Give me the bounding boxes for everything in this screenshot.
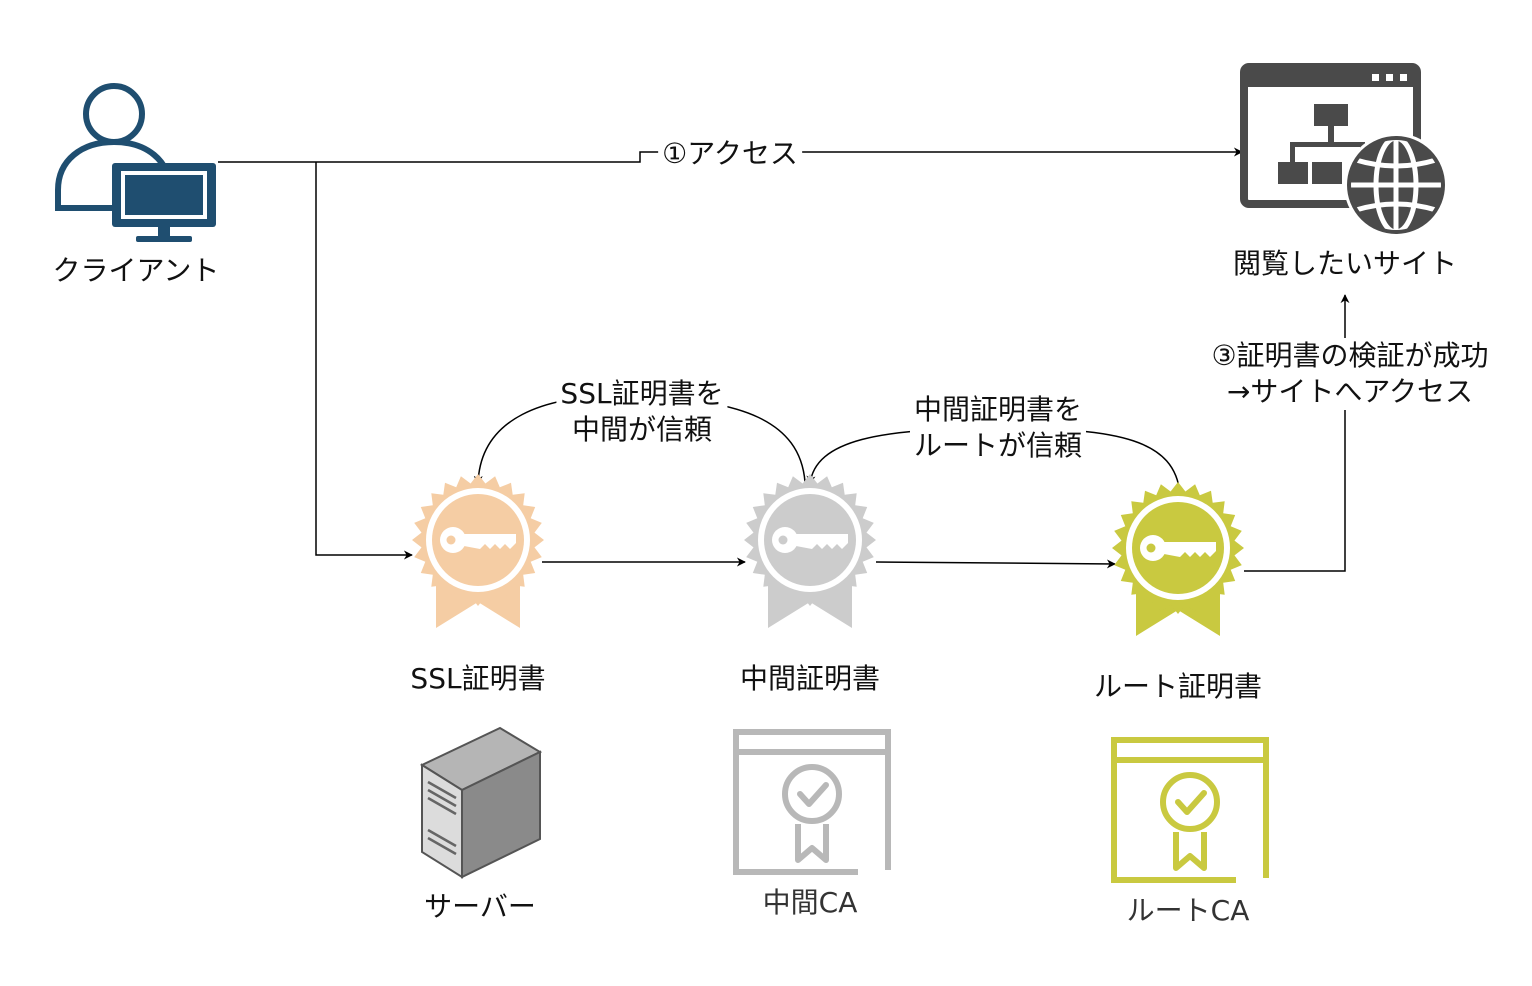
root-ca-certificate-icon [1111, 737, 1269, 883]
verify-edge-label: ③証明書の検証が成功 →サイトへアクセス [1207, 338, 1493, 410]
intermediate-trust-line2: ルートが信頼 [913, 429, 1083, 462]
verify-line1: ③証明書の検証が成功 [1211, 339, 1489, 372]
client-to-ssl-arrow [315, 162, 413, 560]
ssl-trust-line2: 中間が信頼 [571, 413, 712, 446]
intermediate-certificate-label: 中間証明書 [739, 662, 881, 695]
root-certificate-badge-icon [1112, 482, 1244, 636]
access-edge-label: ①アクセス [658, 137, 802, 171]
ssl-certificate-badge-icon [412, 474, 544, 628]
intermediate-trust-edge-label: 中間証明書を ルートが信頼 [909, 392, 1087, 464]
server-icon [419, 726, 543, 879]
intermediate-certificate-badge-icon [744, 474, 876, 628]
root-ca-label: ルートCA [1126, 894, 1250, 927]
intermediate-trust-line1: 中間証明書を [913, 393, 1083, 426]
verify-line2: →サイトへアクセス [1226, 375, 1474, 408]
server-label: サーバー [424, 890, 536, 923]
site-label: 閲覧したいサイト [1232, 247, 1458, 280]
root-to-site-arrow [1244, 294, 1350, 572]
user-computer-icon [55, 83, 216, 242]
intermediate-ca-certificate-icon [733, 729, 891, 875]
ssl-certificate-label: SSL証明書 [410, 662, 546, 695]
intermediate-to-root-arrow [875, 559, 1116, 569]
access-arrow [218, 147, 1243, 163]
intermediate-ca-label: 中間CA [762, 886, 858, 919]
root-certificate-label: ルート証明書 [1093, 670, 1263, 703]
website-globe-icon [1240, 63, 1448, 237]
ssl-trust-line1: SSL証明書を [560, 377, 724, 410]
ssl-trust-edge-label: SSL証明書を 中間が信頼 [556, 376, 728, 448]
client-label: クライアント [52, 254, 220, 287]
